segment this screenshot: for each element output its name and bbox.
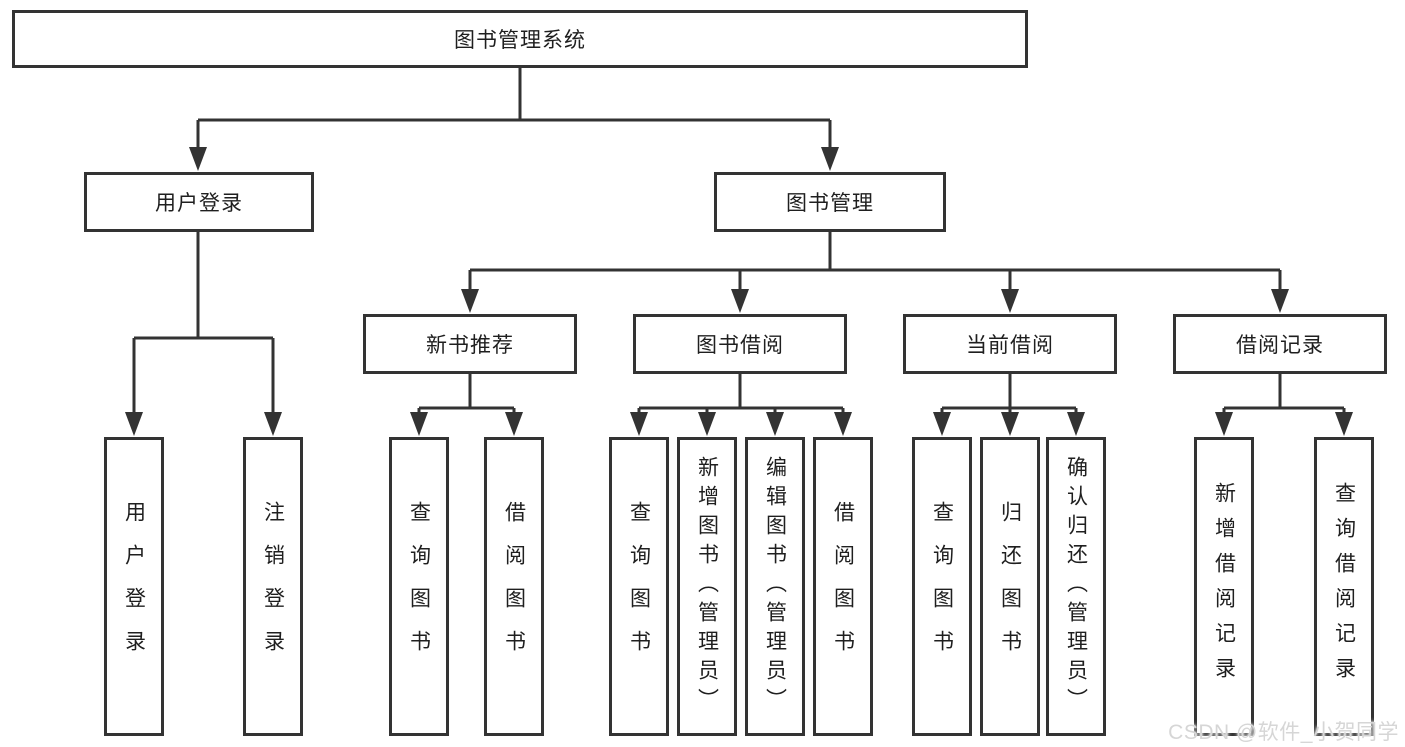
leaf-label: 查询图书 [930, 500, 954, 673]
leaf-add-books-admin: 新增图书（管理员） [677, 437, 737, 736]
leaf-borrow-books-newrec: 借阅图书 [484, 437, 544, 736]
leaf-query-borrow-record: 查询借阅记录 [1314, 437, 1374, 736]
leaf-query-books-newrec: 查询图书 [389, 437, 449, 736]
leaf-user-login: 用户登录 [104, 437, 164, 736]
leaf-query-books-current: 查询图书 [912, 437, 972, 736]
node-label: 新书推荐 [426, 334, 514, 357]
node-label: 借阅记录 [1236, 334, 1324, 357]
arrowheads-login-split [125, 412, 282, 436]
node-library-management-system: 图书管理系统 [12, 10, 1028, 68]
leaf-label: 借阅图书 [502, 500, 526, 673]
leaf-label: 查询借阅记录 [1332, 481, 1356, 692]
leaf-label: 确认归还（管理员） [1064, 456, 1088, 717]
leaf-add-borrow-record: 新增借阅记录 [1194, 437, 1254, 736]
edge-current-split [940, 374, 1078, 414]
csdn-watermark: CSDN @软件_小贺同学 [1168, 721, 1399, 744]
edge-borrow-split [637, 374, 845, 414]
node-label: 图书管理系统 [454, 29, 586, 52]
node-label: 用户登录 [155, 192, 243, 215]
leaf-label: 编辑图书（管理员） [763, 456, 787, 717]
arrowheads-records-split [1215, 412, 1353, 436]
node-label: 当前借阅 [966, 334, 1054, 357]
edge-records-split [1222, 374, 1346, 414]
node-label: 图书借阅 [696, 334, 784, 357]
leaf-label: 用户登录 [122, 500, 146, 673]
leaf-borrow-books: 借阅图书 [813, 437, 873, 736]
node-borrowing-records: 借阅记录 [1173, 314, 1387, 374]
node-label: 图书管理 [786, 192, 874, 215]
arrowheads-root-split [189, 147, 839, 171]
arrowheads-borrow-split [630, 412, 852, 436]
node-current-borrowing: 当前借阅 [903, 314, 1117, 374]
edge-mgmt-split [468, 232, 1282, 292]
edge-root-split [196, 68, 832, 150]
leaf-label: 借阅图书 [831, 500, 855, 673]
node-user-login: 用户登录 [84, 172, 314, 232]
leaf-query-books-borrow: 查询图书 [609, 437, 669, 736]
arrowheads-mgmt-split [461, 289, 1289, 313]
arrowheads-newrec-split [410, 412, 523, 436]
node-book-borrowing: 图书借阅 [633, 314, 847, 374]
leaf-label: 查询图书 [407, 500, 431, 673]
node-new-book-recommend: 新书推荐 [363, 314, 577, 374]
node-book-management: 图书管理 [714, 172, 946, 232]
leaf-label: 查询图书 [627, 500, 651, 673]
edge-newrec-split [417, 374, 516, 414]
leaf-label: 新增图书（管理员） [695, 456, 719, 717]
leaf-label: 归还图书 [998, 500, 1022, 673]
leaf-return-books: 归还图书 [980, 437, 1040, 736]
arrowheads-current-split [933, 412, 1085, 436]
leaf-label: 注销登录 [261, 500, 285, 673]
leaf-edit-books-admin: 编辑图书（管理员） [745, 437, 805, 736]
leaf-label: 新增借阅记录 [1212, 481, 1236, 692]
leaf-logout: 注销登录 [243, 437, 303, 736]
edge-login-split [132, 232, 275, 414]
leaf-confirm-return-admin: 确认归还（管理员） [1046, 437, 1106, 736]
